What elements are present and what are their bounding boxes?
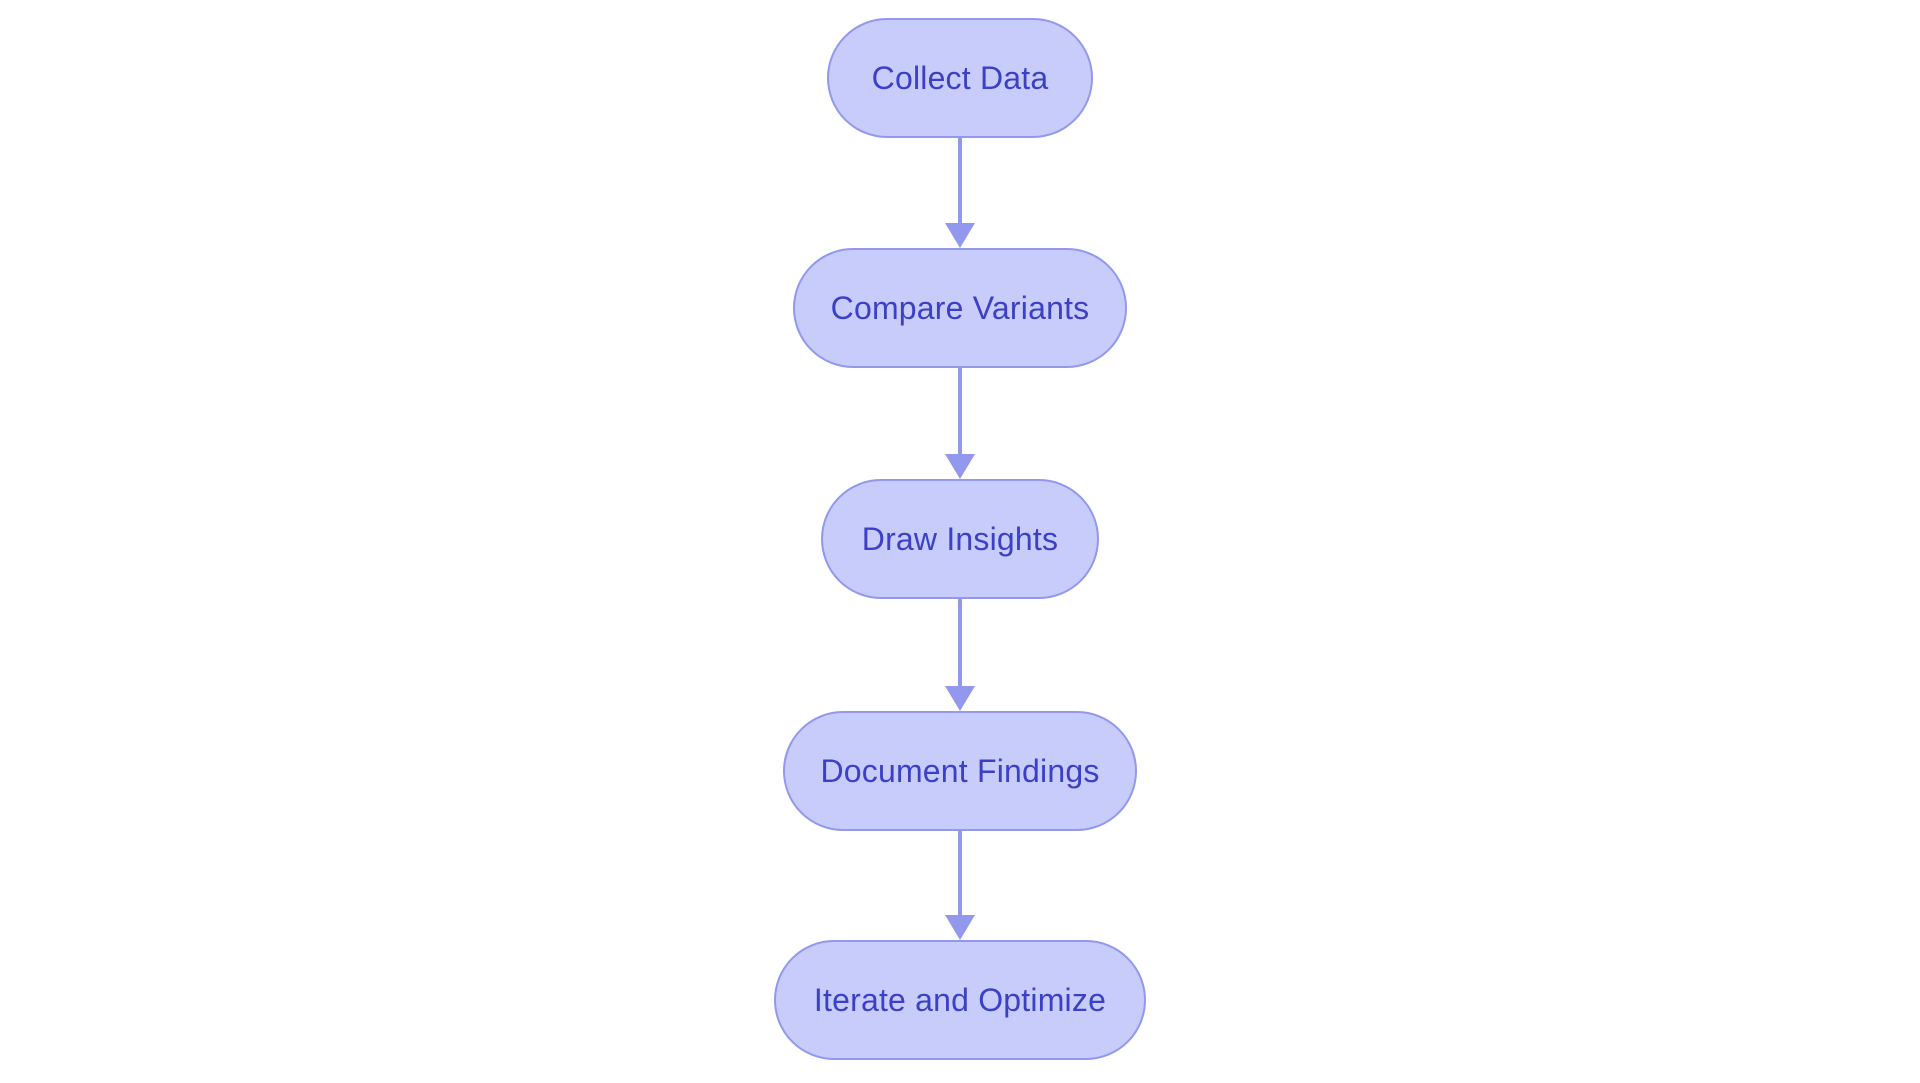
node-label-draw-insights: Draw Insights [861, 520, 1059, 557]
arrow-down-icon [945, 831, 975, 940]
arrow-down-icon [945, 138, 975, 248]
arrow-down-icon [945, 368, 975, 479]
flowchart-node-iterate-and-optimize: Iterate and Optimize [774, 940, 1146, 1060]
flowchart-node-collect-data: Collect Data [827, 18, 1093, 138]
flowchart-node-draw-insights: Draw Insights [821, 479, 1099, 599]
arrowhead-icon [945, 915, 975, 940]
node-label-collect-data: Collect Data [871, 59, 1049, 96]
arrow-down-icon [945, 599, 975, 711]
arrowhead-icon [945, 223, 975, 248]
node-label-iterate-and-optimize: Iterate and Optimize [813, 981, 1107, 1018]
flowchart-node-compare-variants: Compare Variants [793, 248, 1127, 368]
connector-line [958, 138, 962, 223]
connector-line [958, 831, 962, 915]
arrowhead-icon [945, 686, 975, 711]
connector-line [958, 599, 962, 686]
node-label-document-findings: Document Findings [820, 752, 1100, 789]
node-label-compare-variants: Compare Variants [830, 289, 1090, 326]
connector-line [958, 368, 962, 454]
arrowhead-icon [945, 454, 975, 479]
flowchart-node-document-findings: Document Findings [783, 711, 1137, 831]
